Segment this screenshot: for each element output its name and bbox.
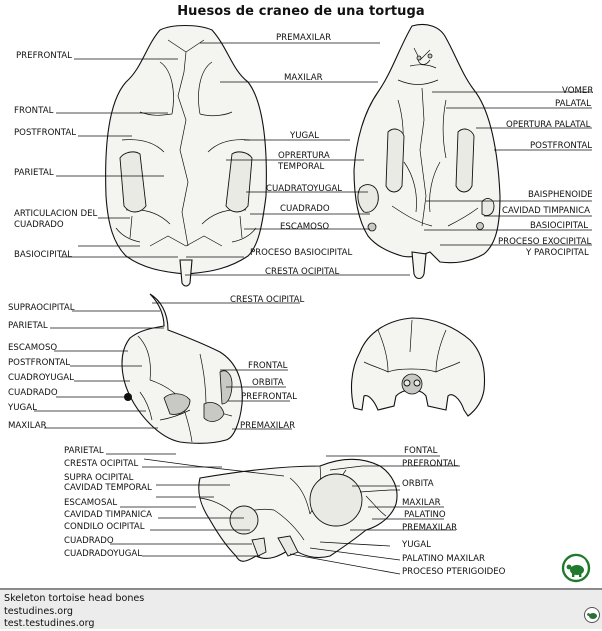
- label-proceso-exocipital-line1: PROCESO EXOCIPITAL: [498, 237, 592, 247]
- image-caption-bar: Skeleton tortoise head bones testudines.…: [0, 588, 602, 629]
- diagram-sheet: Huesos de craneo de una tortuga: [7, 4, 594, 583]
- label-parietal-dorsal: PARIETAL: [14, 168, 54, 178]
- label-parietal-lateral: PARIETAL: [8, 321, 48, 331]
- skull-plate: PREMAXILAR PREFRONTAL MAXILAR VOMER PALA…: [7, 23, 593, 577]
- label-postfrontal-lateral: POSTFRONTAL: [8, 358, 70, 368]
- turtle-logo-icon: [561, 553, 591, 583]
- label-basiocipital-ventral: BASIOCIPITAL: [530, 221, 588, 231]
- label-cresta-ocipital-top: CRESTA OCIPITAL: [265, 267, 340, 277]
- skull-occipital-view: [350, 317, 486, 417]
- label-cuadroyugal: CUADROYUGAL: [8, 373, 74, 383]
- label-maxilar-lateral: MAXILAR: [8, 421, 47, 431]
- label-baisphenoide: BAISPHENOIDE: [528, 190, 593, 200]
- label-orbita-profile: ORBITA: [402, 479, 434, 489]
- label-prefrontal-dorsal: PREFRONTAL: [16, 51, 72, 61]
- caption-subsite: test.testudines.org: [4, 618, 95, 629]
- label-maxilar-dorsal: MAXILAR: [284, 73, 323, 83]
- label-articulacion-line2: CUADRADO: [14, 220, 64, 230]
- label-escamoso-dorsal: ESCAMOSO: [280, 222, 329, 232]
- label-palatal: PALATAL: [555, 99, 591, 109]
- label-postfrontal-ventral: POSTFRONTAL: [530, 141, 592, 151]
- label-escamosal: ESCAMOSAL: [64, 498, 117, 508]
- label-prefrontal-profile: PREFRONTAL: [402, 459, 458, 469]
- label-parietal-profile: PARIETAL: [64, 446, 104, 456]
- label-supraocipital: SUPRAOCIPITAL: [8, 303, 75, 313]
- label-cavidad-temporal: CAVIDAD TEMPORAL: [64, 483, 152, 493]
- label-oprertura-line2: TEMPORAL: [277, 162, 325, 172]
- leader-lines: [34, 42, 592, 575]
- label-proceso-exocipital-line2: Y PAROCIPITAL: [525, 248, 589, 258]
- label-yugal-lateral: YUGAL: [7, 403, 37, 413]
- label-opertura-palatal: OPERTURA PALATAL: [506, 120, 591, 130]
- label-frontal-dorsal: FRONTAL: [14, 106, 54, 116]
- caption-site: testudines.org: [4, 605, 74, 617]
- label-premaxilar-profile: PREMAXILAR: [402, 523, 457, 533]
- label-prefrontal-lateral: PREFRONTAL: [241, 392, 297, 402]
- label-palatino: PALATINO: [404, 510, 446, 520]
- diagram-title: Huesos de craneo de una tortuga: [177, 4, 425, 19]
- label-cuadradoyugal: CUADRADOYUGAL: [64, 549, 142, 559]
- label-frontal-lateral: FRONTAL: [248, 361, 288, 371]
- caption-title: Skeleton tortoise head bones: [4, 593, 145, 604]
- label-premaxilar-lateral: PREMAXILAR: [240, 421, 295, 431]
- label-cuadrado-dorsal: CUADRADO: [280, 204, 330, 214]
- label-vomer: VOMER: [562, 86, 593, 96]
- label-maxilar-profile: MAXILAR: [402, 498, 441, 508]
- label-escamoso-lateral: ESCAMOSO: [8, 343, 57, 353]
- label-premaxilar: PREMAXILAR: [276, 33, 331, 43]
- turtle-small-icon: [584, 607, 600, 623]
- label-postfrontal-dorsal: POSTFRONTAL: [14, 128, 76, 138]
- label-basiocipital-dorsal: BASIOCIPITAL: [14, 250, 72, 260]
- skull-dorsal-view: [105, 24, 267, 287]
- label-fontal-profile: FONTAL: [404, 446, 438, 456]
- label-supra-ocipital: SUPRA OCIPITAL: [64, 473, 134, 483]
- label-cresta-ocipital-lateral: CRESTA OCIPITAL: [230, 295, 305, 305]
- label-proceso-basiocipital: PROCESO BASIOCIPITAL: [250, 248, 353, 258]
- label-palatino-maxilar: PALATINO MAXILAR: [402, 554, 485, 564]
- label-articulacion-line1: ARTICULACION DEL: [14, 209, 98, 219]
- label-cuadrado-profile: CUADRADO: [64, 536, 114, 546]
- label-oprertura-line1: OPRERTURA: [278, 151, 330, 161]
- label-cavidad-timpanica-ventral: CAVIDAD TIMPANICA: [502, 206, 590, 216]
- label-cuadrado-lateral: CUADRADO: [8, 388, 58, 398]
- label-yugal-dorsal: YUGAL: [289, 131, 319, 141]
- skull-lateral-view: [121, 293, 243, 444]
- label-cresta-ocipital-profile: CRESTA OCIPITAL: [64, 459, 139, 469]
- label-orbita-lateral: ORBITA: [252, 378, 284, 388]
- label-proceso-pterigoideo: PROCESO PTERIGOIDEO: [402, 567, 506, 577]
- label-cuadratoyugal: CUADRATOYUGAL: [266, 184, 342, 194]
- skull-side-profile: [198, 458, 398, 562]
- bone-labels: PREMAXILAR PREFRONTAL MAXILAR VOMER PALA…: [7, 33, 593, 577]
- label-yugal-profile: YUGAL: [401, 540, 431, 550]
- label-condilo-ocipital: CONDILO OCIPITAL: [64, 522, 145, 532]
- label-cavidad-timpanica-profile: CAVIDAD TIMPANICA: [64, 510, 152, 520]
- skull-ventral-view: [353, 23, 501, 280]
